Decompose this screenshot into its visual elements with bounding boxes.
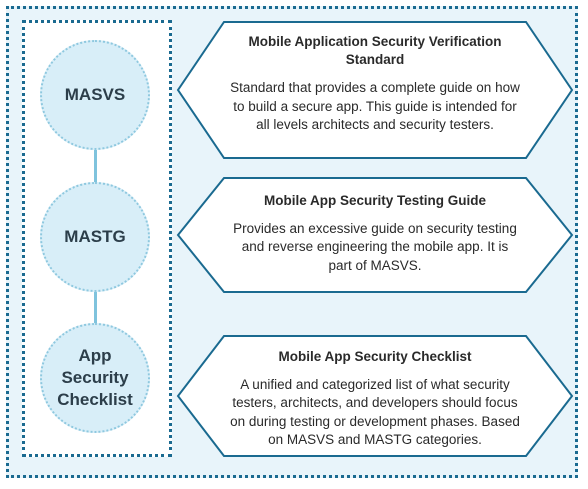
card-title: Mobile Application Security Verification… — [248, 34, 502, 68]
hexagon-shape — [176, 21, 574, 159]
card-description: A unified and categorized list of what s… — [230, 377, 520, 447]
checklist-node: App Security Checklist — [40, 323, 150, 433]
card-title: Mobile App Security Checklist — [278, 349, 472, 364]
connector-line — [94, 290, 97, 338]
hexagon-shape — [176, 177, 574, 293]
card-title: Mobile App Security Testing Guide — [263, 193, 487, 208]
mastg-description-card: Mobile App Security Testing Guide Provid… — [176, 176, 574, 294]
hexagon-shape — [176, 335, 574, 457]
card-description: Standard that provides a complete guide … — [230, 80, 520, 132]
connector-line — [94, 150, 97, 195]
masvs-description-card: Mobile Application Security Verification… — [176, 20, 574, 160]
card-description: Provides an excessive guide on security … — [233, 221, 517, 273]
masvs-node: MASVS — [40, 40, 150, 150]
checklist-description-card: Mobile App Security Checklist A unified … — [176, 334, 574, 458]
mastg-node: MASTG — [40, 182, 150, 292]
